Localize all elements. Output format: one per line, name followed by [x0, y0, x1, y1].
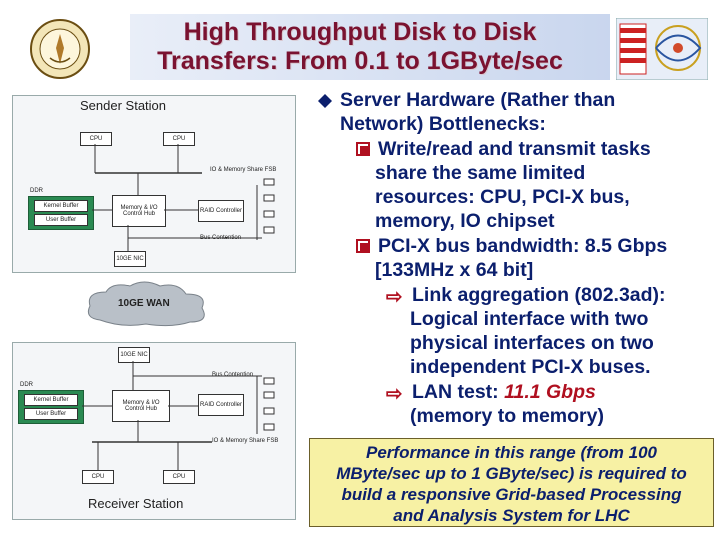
bullet-1-line-1: Server Hardware (Rather than	[340, 89, 616, 111]
receiver-user-buffer: User Buffer	[24, 408, 78, 420]
title-line-1: High Throughput Disk to Disk	[183, 18, 537, 46]
receiver-nic: 10GE NIC	[118, 347, 150, 363]
lan-test-label: LAN test:	[412, 381, 505, 403]
receiver-station-title: Receiver Station	[88, 496, 184, 511]
receiver-raid-controller: RAID Controller	[198, 394, 244, 416]
arrow-bullet-icon: ⇨	[386, 286, 403, 308]
bullet-4-line-4: independent PCI-X buses.	[410, 356, 651, 378]
caltech-seal-icon	[30, 19, 90, 79]
sender-cpu-1: CPU	[80, 132, 112, 146]
sender-memory-hub: Memory & I/O Control Hub	[112, 195, 166, 227]
lan-test-value: 11.1 Gbps	[504, 381, 596, 403]
bullet-5-line-2: (memory to memory)	[410, 405, 604, 427]
wan-label: 10GE WAN	[118, 298, 170, 309]
bullet-2-line-4: memory, IO chipset	[375, 210, 555, 232]
bullet-2-line-3: resources: CPU, PCI-X bus,	[375, 186, 630, 208]
square-bullet-icon	[356, 239, 370, 253]
bullet-2-line-2: share the same limited	[375, 162, 586, 184]
bullet-4-line-2: Logical interface with two	[410, 308, 649, 330]
receiver-memory-hub: Memory & I/O Control Hub	[112, 390, 170, 422]
sender-ddr-label: DDR	[30, 188, 43, 194]
bullet-4-line-3: physical interfaces on two	[410, 332, 654, 354]
sender-nic: 10GE NIC	[114, 251, 146, 267]
square-bullet-icon	[356, 142, 370, 156]
receiver-kernel-buffer: Kernel Buffer	[24, 394, 78, 406]
receiver-ddr-label: DDR	[20, 382, 33, 388]
bullet-3-line-2: [133MHz x 64 bit]	[375, 259, 534, 281]
note-line-3: build a responsive Grid-based Processing	[341, 485, 682, 504]
bullet-1-line-2: Network) Bottlenecks:	[340, 113, 546, 135]
bullet-2-line-1: Write/read and transmit tasks	[378, 138, 651, 160]
sender-station-frame	[12, 95, 296, 273]
receiver-cpu-1: CPU	[82, 470, 114, 484]
diamond-bullet-icon	[318, 94, 332, 108]
wan-cloud-icon	[87, 281, 205, 327]
receiver-station-frame	[12, 342, 296, 520]
sender-kernel-buffer: Kernel Buffer	[34, 200, 88, 212]
receiver-io-bus-label: IO & Memory Share FSB	[212, 438, 279, 444]
receiver-bus-contention-label: Bus Contention	[212, 372, 254, 378]
sender-connectors	[92, 144, 275, 251]
sender-cpu-2: CPU	[163, 132, 195, 146]
project-logo-icon	[616, 18, 708, 80]
sender-io-bus-label: IO & Memory Share FSB	[210, 167, 277, 173]
bullet-4-line-1: Link aggregation (802.3ad):	[412, 284, 666, 306]
receiver-connectors	[82, 361, 275, 470]
arrow-bullet-icon: ⇨	[386, 383, 403, 405]
title-background	[130, 14, 610, 80]
sender-raid-controller: RAID Controller	[198, 200, 244, 222]
slide-title: High Throughput Disk to Disk Transfers: …	[118, 18, 602, 76]
bullet-3-line-1: PCI-X bus bandwidth: 8.5 Gbps	[378, 235, 668, 257]
title-line-2: Transfers: From 0.1 to 1GByte/sec	[157, 47, 563, 75]
sender-user-buffer: User Buffer	[34, 214, 88, 226]
note-line-1: Performance in this range (from 100	[366, 443, 657, 462]
note-line-4: and Analysis System for LHC	[393, 506, 630, 525]
receiver-cpu-2: CPU	[163, 470, 195, 484]
bullet-5-line-1: LAN test: 11.1 Gbps	[412, 380, 596, 404]
sender-station-title: Sender Station	[80, 98, 167, 113]
performance-note-box: Performance in this range (from 100 MByt…	[309, 438, 714, 527]
note-line-2: MByte/sec up to 1 GByte/sec) is required…	[336, 464, 687, 483]
